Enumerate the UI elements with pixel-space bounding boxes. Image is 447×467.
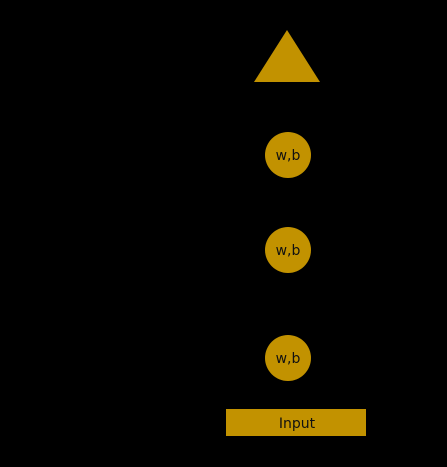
input-node-label: Input [279, 416, 316, 432]
input-node: Input [226, 409, 366, 436]
layer-node-middle: w,b [265, 227, 311, 273]
output-arrow-dot [286, 84, 290, 88]
output-triangle-node [254, 30, 320, 82]
layer-node-bottom: w,b [265, 335, 311, 381]
layer-node-top: w,b [265, 132, 311, 178]
layer-node-bottom-label: w,b [276, 351, 301, 367]
layer-node-middle-label: w,b [276, 243, 301, 259]
layer-node-top-label: w,b [276, 148, 301, 164]
